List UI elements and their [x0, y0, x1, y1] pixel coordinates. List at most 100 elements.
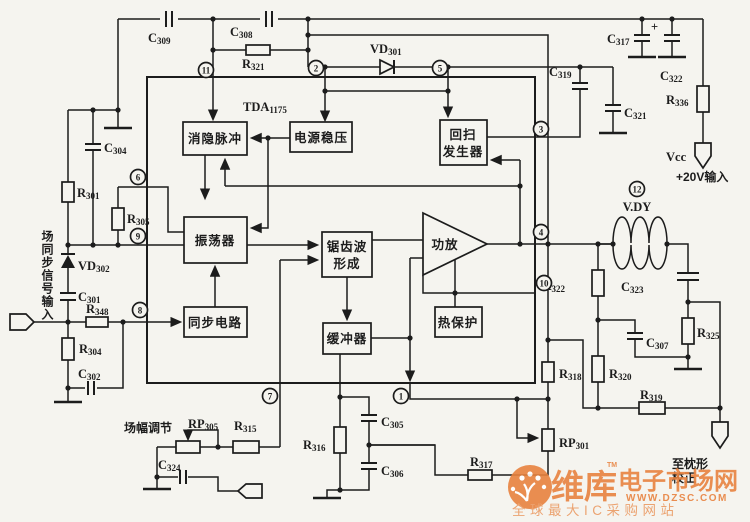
component-vd302: VD302 [61, 253, 110, 274]
component-rp301: RP301 [541, 428, 590, 452]
pin-3: 3 [532, 120, 550, 138]
svg-text:R320: R320 [609, 367, 632, 382]
connector-vcc-input [694, 142, 712, 170]
svg-text:R317: R317 [470, 455, 493, 470]
svg-text:C305: C305 [381, 415, 404, 430]
svg-text:C306: C306 [381, 464, 404, 479]
component-rp305: RP305 [175, 417, 219, 454]
pin-11: 11 [197, 61, 215, 79]
pin-1: 1 [392, 387, 410, 405]
pin-10: 10 [535, 274, 553, 292]
svg-text:4: 4 [539, 228, 544, 238]
pin-6: 6 [129, 168, 147, 186]
svg-text:R316: R316 [303, 438, 326, 453]
block-oscillator-label: 振荡器 [195, 233, 236, 248]
svg-text:VD302: VD302 [78, 259, 110, 274]
component-c321: C321 [605, 104, 647, 121]
svg-text:R305: R305 [127, 212, 150, 227]
component-r348: R348 [85, 302, 109, 328]
block-flyback-label-2: 发生器 [442, 144, 484, 159]
component-c319: C319 [549, 65, 588, 90]
sync-input-label: 场同步信号输入 [40, 230, 54, 321]
watermark-url: WWW.DZSC.COM [626, 493, 728, 504]
component-r305: R305 [111, 207, 150, 231]
svg-text:C308: C308 [230, 25, 253, 40]
watermark-tagline: 全球最大IC采购网站 [512, 502, 679, 518]
block-power-amplifier: 功放 [422, 211, 489, 277]
svg-text:RP305: RP305 [188, 417, 219, 432]
svg-text:V.DY: V.DY [623, 200, 652, 214]
svg-text:C321: C321 [624, 106, 647, 121]
component-r316: R316 [303, 426, 347, 454]
component-c324: C324 [158, 458, 187, 484]
svg-text:3: 3 [539, 125, 544, 135]
svg-text:R318: R318 [559, 367, 582, 382]
svg-text:1: 1 [399, 392, 404, 402]
component-r304: R304 [61, 337, 102, 361]
block-sync-circuit: 同步电路 [183, 306, 248, 338]
svg-text:C309: C309 [148, 31, 171, 46]
svg-text:R348: R348 [86, 302, 109, 317]
component-r320: R320 [591, 355, 632, 383]
pin-8: 8 [131, 301, 149, 319]
component-r321: R321 [242, 44, 271, 72]
svg-text:C322: C322 [660, 69, 683, 84]
component-r318: R318 [541, 361, 582, 383]
connector-sync-input [9, 313, 36, 331]
pincushion-label-1: 至枕形 [672, 456, 708, 471]
vcc-label: Vcc [666, 150, 687, 164]
svg-text:2: 2 [314, 64, 319, 74]
height-adjust-label: 场幅调节 [124, 420, 172, 435]
plus20v-label: +20V输入 [676, 169, 728, 184]
component-vd301: VD301 [370, 42, 402, 76]
svg-text:R315: R315 [234, 419, 257, 434]
block-blanking-pulse: 消隐脉冲 [182, 121, 248, 156]
component-r301: R301 [61, 181, 100, 203]
block-flyback-generator: 回扫 发生器 [439, 119, 488, 166]
component-c317: C317 + [607, 20, 658, 47]
svg-text:C304: C304 [104, 141, 127, 156]
component-c322: C322 [660, 34, 683, 84]
pin-9: 9 [129, 227, 147, 245]
component-c302: C302 [78, 367, 101, 395]
pin-2: 2 [307, 59, 325, 77]
svg-text:C301: C301 [78, 290, 101, 305]
pin-12: 12 [628, 180, 646, 198]
component-c301: C301 [60, 290, 101, 305]
svg-text:6: 6 [136, 173, 141, 183]
svg-text:C319: C319 [549, 65, 572, 80]
block-regulator-label: 电源稳压 [294, 130, 348, 145]
block-buffer-label: 缓冲器 [327, 331, 368, 346]
svg-text:R319: R319 [640, 388, 663, 403]
block-sawtooth-label-2: 形成 [333, 256, 360, 271]
svg-text:R325: R325 [697, 326, 720, 341]
svg-text:R304: R304 [79, 342, 102, 357]
component-c323: C323 [621, 272, 699, 295]
component-c304: C304 [85, 141, 127, 156]
block-blanking-label: 消隐脉冲 [188, 131, 242, 146]
watermark-logo-icon [508, 465, 552, 509]
component-c308: C308 [230, 11, 273, 40]
pin-4: 4 [532, 223, 550, 241]
svg-text:RP301: RP301 [559, 436, 590, 451]
block-sync-label: 同步电路 [188, 315, 242, 330]
svg-text:R336: R336 [666, 93, 689, 108]
svg-text:5: 5 [438, 64, 443, 74]
svg-text:11: 11 [202, 66, 211, 76]
svg-text:R321: R321 [242, 57, 265, 72]
watermark: 维库 TM 电子市场网 WWW.DZSC.COM 全球最大IC采购网站 [508, 462, 738, 518]
pin-5: 5 [431, 59, 449, 77]
svg-text:8: 8 [138, 306, 143, 316]
connector-height-adj-out [236, 483, 263, 499]
svg-text:C307: C307 [646, 336, 669, 351]
block-flyback-label-1: 回扫 [449, 127, 476, 142]
block-buffer: 缓冲器 [322, 322, 372, 355]
block-oscillator: 振荡器 [183, 216, 248, 264]
pincushion-label-2: 校正 [672, 470, 696, 485]
block-sawtooth-former: 锯齿波 形成 [321, 231, 373, 278]
watermark-market: 电子市场网 [618, 467, 738, 495]
svg-text:R301: R301 [77, 186, 100, 201]
ic-part-number: TDA1175 [243, 100, 287, 115]
ground-symbols [54, 55, 702, 500]
